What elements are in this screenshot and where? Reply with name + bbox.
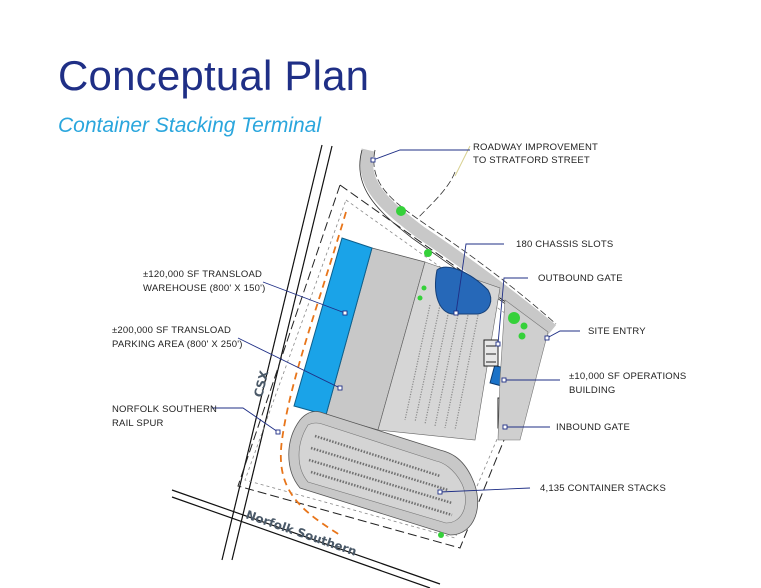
container-stacking-inner [298,422,466,524]
tree-cluster [396,206,528,538]
warehouse-callout-line1: ±120,000 SF TRANSLOAD [143,269,262,280]
roadway-callout-line1: ROADWAY IMPROVEMENT [473,142,598,153]
chassis-stripes [404,304,481,431]
site-entry-callout: SITE ENTRY [588,326,646,337]
page-title: Conceptual Plan [58,52,370,99]
page-subtitle: Container Stacking Terminal [58,114,322,137]
stratford-street-roadway [359,145,557,337]
parking-callout-line1: ±200,000 SF TRANSLOAD [112,325,231,336]
csx-label: CSX [251,368,271,398]
entry-drive [497,299,549,441]
callout-markers [275,157,550,495]
outbound-gate[interactable] [483,339,499,367]
rail-spur-callout-line1: NORFOLK SOUTHERN [112,404,217,415]
rail-spur-callout-line2: RAIL SPUR [112,418,164,429]
norfolk-southern-rail-line [171,489,441,588]
operations-callout-line1: ±10,000 SF OPERATIONS [569,371,686,382]
roadway-callout-line2: TO STRATFORD STREET [473,155,590,166]
container-stacks-callout: 4,135 CONTAINER STACKS [540,483,666,494]
chassis-slots[interactable] [435,266,492,315]
chassis-callout: 180 CHASSIS SLOTS [516,239,613,250]
inbound-gate-callout: INBOUND GATE [556,422,630,433]
operations-callout-line2: BUILDING [569,385,615,396]
csx-rail-line [221,144,333,561]
norfolk-southern-rail-spur[interactable] [280,211,347,536]
container-rows [308,434,453,517]
outbound-gate-callout: OUTBOUND GATE [538,273,623,284]
warehouse-callout-line2: WAREHOUSE (800' X 150') [143,283,265,294]
parking-callout-line2: PARKING AREA (800' X 250') [112,339,243,350]
callout-leaders [212,149,580,493]
